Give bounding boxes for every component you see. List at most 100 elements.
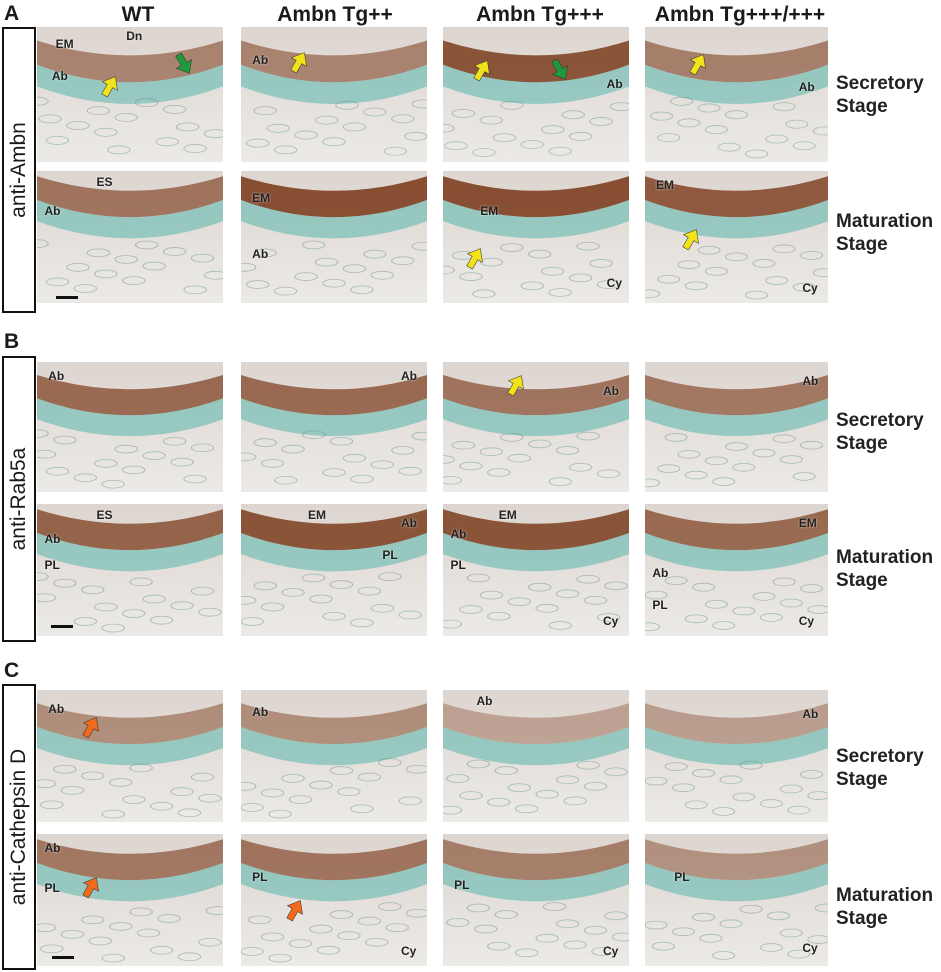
micrograph-c-tg2-mat: PL Cy: [241, 834, 427, 966]
micrograph-b-tg2-sec: Ab: [241, 362, 427, 492]
micrograph-image: [37, 171, 223, 303]
tissue-label: EM: [798, 516, 817, 531]
micrograph-a-tg2-sec: Ab: [241, 27, 427, 162]
micrograph-b-tg33-sec: Ab: [645, 362, 828, 492]
antibody-label-rab5a: anti-Rab5a: [7, 447, 30, 551]
antibody-label-cathepsin-d: anti-Cathepsin D: [7, 748, 30, 906]
tissue-label: Ab: [476, 694, 493, 709]
micrograph-image: [443, 27, 629, 162]
micrograph-c-wt-sec: Ab: [37, 690, 223, 822]
micrograph-image: [37, 27, 223, 162]
micrograph-image: [241, 690, 427, 822]
micrograph-b-wt-sec: Ab: [37, 362, 223, 492]
panel-letter-b: B: [4, 330, 20, 353]
micrograph-image: [241, 171, 427, 303]
tissue-label: ES: [96, 175, 113, 190]
tissue-label: Cy: [802, 941, 818, 956]
tissue-label: Cy: [606, 275, 623, 290]
tissue-label: Ab: [400, 516, 417, 531]
micrograph-a-tg33-sec: Ab: [645, 27, 828, 162]
tissue-label: Ab: [798, 80, 815, 94]
micrograph-a-tg3-mat: EM Cy: [443, 171, 629, 303]
tissue-label: Ab: [450, 526, 467, 541]
column-header-wt: WT: [121, 3, 155, 26]
tissue-label: EM: [252, 191, 271, 206]
tissue-label: EM: [480, 204, 499, 219]
micrograph-image: [37, 504, 223, 636]
tissue-label: PL: [450, 558, 466, 573]
tissue-label: PL: [252, 869, 268, 884]
tissue-label: Ab: [400, 368, 417, 383]
tissue-label: Ab: [44, 532, 61, 547]
micrograph-a-tg2-mat: EM Ab: [241, 171, 427, 303]
orange-arrow-icon: [78, 714, 104, 740]
tissue-label: Ab: [252, 246, 269, 261]
yellow-arrow-icon: [286, 49, 312, 75]
column-header-tg33: Ambn Tg+++/+++: [654, 3, 826, 26]
yellow-arrow-icon: [503, 372, 529, 398]
tissue-label: Cy: [602, 613, 619, 628]
tissue-label: ES: [96, 508, 113, 523]
tissue-label: Ab: [44, 204, 61, 219]
micrograph-image: [37, 834, 223, 966]
micrograph-image: [443, 504, 629, 636]
micrograph-a-tg3-sec: Ab: [443, 27, 629, 162]
micrograph-image: [241, 362, 427, 492]
micrograph-image: [645, 834, 828, 966]
tissue-label: Cy: [802, 280, 818, 295]
micrograph-image: [645, 27, 828, 162]
antibody-label-box-a: anti-Ambn: [2, 27, 36, 313]
antibody-label-ambn: anti-Ambn: [7, 122, 30, 218]
micrograph-image: [443, 171, 629, 303]
tissue-label: EM: [307, 508, 326, 523]
micrograph-b-tg3-sec: Ab: [443, 362, 629, 492]
micrograph-image: [37, 690, 223, 822]
tissue-label: Ab: [802, 374, 819, 388]
tissue-label: Ab: [48, 368, 65, 383]
micrograph-a-wt-mat: ES Ab: [37, 171, 223, 303]
tissue-label: Ab: [652, 566, 669, 581]
tissue-label: Cy: [798, 613, 815, 628]
micrograph-image: [443, 362, 629, 492]
yellow-arrow-icon: [469, 57, 495, 83]
tissue-label: Ab: [606, 77, 623, 92]
tissue-label: EM: [55, 36, 74, 51]
tissue-label: Ab: [802, 707, 819, 722]
tissue-label: Cy: [400, 943, 417, 958]
panel-letter-c: C: [4, 659, 20, 682]
yellow-arrow-icon: [685, 51, 711, 77]
tissue-label: Cy: [602, 943, 619, 958]
green-arrow-icon: [547, 57, 573, 83]
micrograph-image: [645, 171, 828, 303]
antibody-label-box-c: anti-Cathepsin D: [2, 684, 36, 970]
tissue-label: Dn: [126, 28, 143, 43]
micrograph-image: [443, 834, 629, 966]
column-header-tg3: Ambn Tg+++: [476, 3, 604, 26]
tissue-label: Ab: [252, 53, 269, 67]
tissue-label: Ab: [602, 384, 619, 399]
yellow-arrow-icon: [678, 226, 704, 252]
column-header-tg2: Ambn Tg++: [277, 3, 393, 26]
micrograph-image: [241, 27, 427, 162]
orange-arrow-icon: [282, 897, 308, 923]
tissue-label: PL: [674, 869, 690, 884]
micrograph-image: [645, 690, 828, 822]
tissue-label: Ab: [252, 704, 269, 719]
scale-bar-b: [51, 625, 73, 628]
micrograph-image: [37, 362, 223, 492]
micrograph-c-tg2-sec: Ab: [241, 690, 427, 822]
antibody-label-box-b: anti-Rab5a: [2, 356, 36, 642]
micrograph-image: [645, 362, 828, 492]
orange-arrow-icon: [78, 874, 104, 900]
tissue-label: EM: [498, 508, 517, 523]
micrograph-image: [645, 504, 828, 636]
